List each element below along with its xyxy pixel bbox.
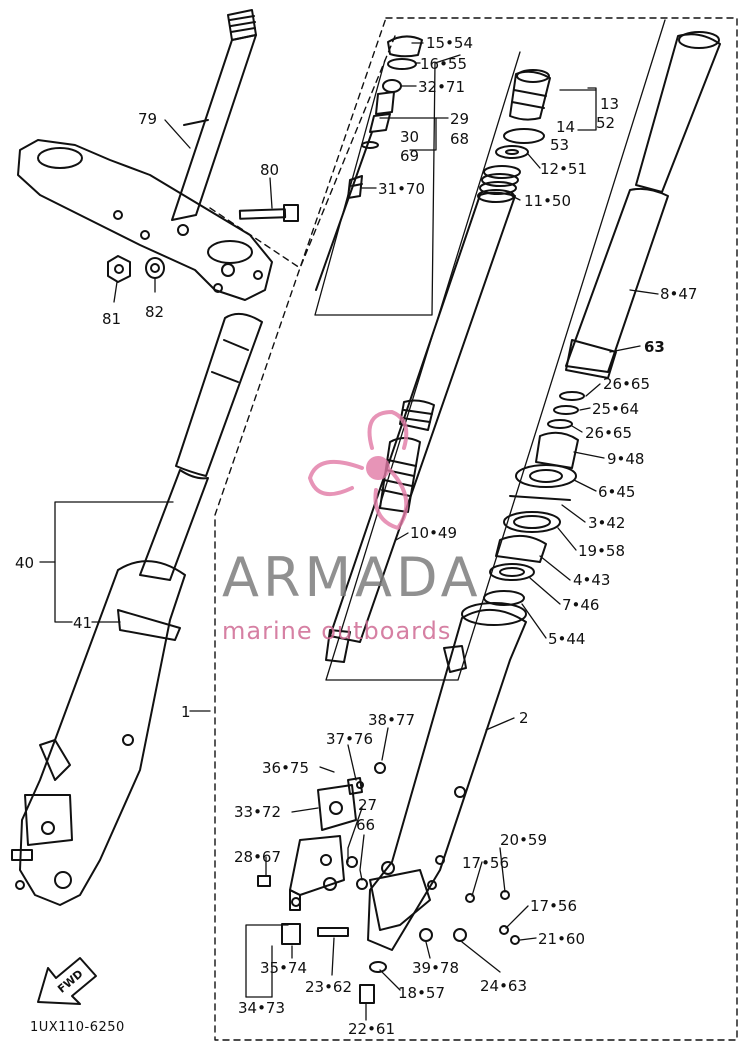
left-fork-tube — [139, 312, 263, 581]
callout-16: 16•55 — [420, 55, 468, 73]
callout-21: 21•60 — [538, 930, 586, 948]
callout-34: 34•73 — [238, 999, 286, 1017]
callout-17a: 17•56 — [462, 854, 510, 872]
callout-19: 19•58 — [578, 542, 626, 560]
callout-28: 28•67 — [234, 848, 282, 866]
callout-69: 69 — [400, 147, 420, 165]
callout-27: 27 — [358, 796, 378, 814]
housing-34 — [289, 835, 368, 911]
callout-23: 23•62 — [305, 978, 353, 996]
damper-parts — [315, 35, 423, 291]
watermark-logo — [308, 410, 409, 530]
callout-14: 14 — [556, 118, 576, 136]
callout-68: 68 — [450, 130, 470, 148]
solid-outlines — [314, 19, 666, 681]
callout-29: 29 — [450, 110, 470, 128]
callout-2: 2 — [519, 709, 529, 727]
callout-36: 36•75 — [262, 759, 310, 777]
callout-8: 8•47 — [660, 285, 698, 303]
callout-30: 30 — [400, 128, 420, 146]
callout-26b: 26•65 — [585, 424, 633, 442]
watermark-brand: ARMADA — [222, 546, 482, 609]
callout-4: 4•43 — [573, 571, 611, 589]
washer-82 — [145, 257, 165, 279]
seat-12 — [495, 145, 529, 159]
callout-3: 3•42 — [588, 514, 626, 532]
callout-5: 5•44 — [548, 630, 586, 648]
callout-80: 80 — [260, 161, 280, 179]
callout-22: 22•61 — [348, 1020, 396, 1038]
dashed-outlines — [209, 17, 738, 1041]
callout-41: 41 — [73, 614, 93, 632]
outer-tube-2 — [367, 602, 527, 951]
fwd-arrow-icon — [37, 957, 97, 1005]
cap-13 — [503, 69, 551, 144]
callout-7: 7•46 — [562, 596, 600, 614]
callout-17b: 17•56 — [530, 897, 578, 915]
callout-25: 25•64 — [592, 400, 640, 418]
callout-12: 12•51 — [540, 160, 588, 178]
left-fork-outer — [11, 560, 186, 906]
callout-37: 37•76 — [326, 730, 374, 748]
callout-82: 82 — [145, 303, 165, 321]
callout-31: 31•70 — [378, 180, 426, 198]
callout-26a: 26•65 — [603, 375, 651, 393]
callout-9: 9•48 — [607, 450, 645, 468]
callout-1: 1 — [181, 703, 191, 721]
diagram-code: 1UX110-6250 — [30, 1020, 125, 1035]
callout-53: 53 — [550, 136, 570, 154]
callout-13: 13 — [600, 95, 620, 113]
seal-stack — [483, 391, 585, 606]
fork-tube-8 — [565, 31, 721, 379]
leader-lines — [39, 42, 659, 1021]
callout-63: 63 — [644, 338, 665, 356]
callout-52: 52 — [596, 114, 616, 132]
under-bracket — [17, 139, 273, 301]
small-fasteners — [257, 875, 520, 1004]
callout-40: 40 — [15, 554, 35, 572]
callout-39: 39•78 — [412, 959, 460, 977]
callout-66: 66 — [356, 816, 376, 834]
callout-35: 35•74 — [260, 959, 308, 977]
spring-11 — [477, 165, 521, 203]
callout-15: 15•54 — [426, 34, 474, 52]
callout-79: 79 — [138, 110, 158, 128]
callout-24: 24•63 — [480, 977, 528, 995]
callout-38: 38•77 — [368, 711, 416, 729]
callout-33: 33•72 — [234, 803, 282, 821]
callout-81: 81 — [102, 310, 122, 328]
callout-10: 10•49 — [410, 524, 458, 542]
bolt-80 — [238, 204, 299, 222]
callout-11: 11•50 — [524, 192, 572, 210]
callout-32: 32•71 — [418, 78, 466, 96]
steering-stem — [171, 9, 257, 221]
callout-20: 20•59 — [500, 831, 548, 849]
callout-18: 18•57 — [398, 984, 446, 1002]
nut-81 — [107, 255, 131, 283]
callout-6: 6•45 — [598, 483, 636, 501]
watermark-subtitle: marine outboards — [222, 617, 452, 645]
